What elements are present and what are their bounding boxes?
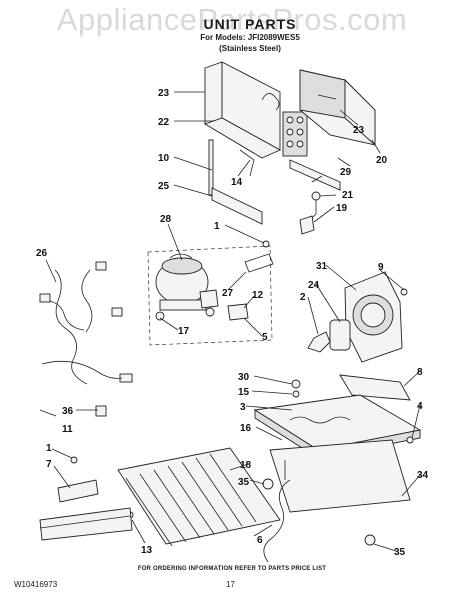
callout: 12 — [252, 290, 264, 301]
thermostat-and-clip — [299, 191, 321, 235]
callout: 22 — [158, 117, 170, 128]
callout: 2 — [300, 292, 306, 303]
callout: 13 — [141, 545, 153, 556]
diagram-title: UNIT PARTS — [203, 16, 297, 32]
callout: 8 — [417, 367, 423, 378]
finish-label: (Stainless Steel) — [219, 44, 281, 53]
callout: 7 — [46, 459, 52, 470]
machine-compartment-base — [253, 374, 422, 513]
callout: 31 — [316, 261, 328, 272]
callout: 30 — [238, 372, 250, 383]
callout: 26 — [36, 248, 48, 259]
callout: 16 — [240, 423, 252, 434]
callout: 10 — [158, 153, 170, 164]
wiring-harness — [39, 261, 133, 385]
callout: 14 — [231, 177, 243, 188]
callout: 21 — [342, 190, 354, 201]
drain-tube — [263, 479, 291, 563]
duct-housing — [289, 69, 376, 191]
callout: 29 — [340, 167, 352, 178]
callout: 9 — [378, 262, 384, 273]
page-number: 17 — [226, 580, 235, 589]
callout: 1 — [214, 221, 220, 232]
callout: 4 — [417, 401, 423, 412]
callout: 35 — [394, 547, 406, 558]
leader-lines — [45, 91, 421, 552]
callout: 15 — [238, 387, 250, 398]
callout: 25 — [158, 181, 170, 192]
document-id: W10416973 — [14, 580, 58, 589]
foot-grommet — [364, 534, 376, 546]
callout: 27 — [222, 288, 234, 299]
callout: 35 — [238, 477, 250, 488]
callout: 1 — [46, 443, 52, 454]
callout: 28 — [160, 214, 172, 225]
watermark: AppliancePartsPros.com — [56, 2, 408, 37]
callout: 6 — [257, 535, 263, 546]
callout: 24 — [308, 280, 320, 291]
callout: 36 — [62, 406, 74, 417]
callout: 20 — [376, 155, 388, 166]
diagram-header: UNIT PARTS For Models: JFI2089WES5 (Stai… — [150, 16, 350, 54]
rubber-grommet — [262, 478, 274, 490]
callout: 17 — [178, 326, 190, 337]
condenser-coil — [117, 447, 281, 547]
callout: 3 — [240, 402, 246, 413]
condenser-fan-assembly — [307, 271, 408, 363]
callout: 23 — [158, 88, 170, 99]
ordering-note: FOR ORDERING INFORMATION REFER TO PARTS … — [137, 566, 327, 572]
callout: 18 — [240, 460, 252, 471]
compressor-assembly — [147, 240, 274, 346]
callout: 34 — [417, 470, 429, 481]
callout: 19 — [336, 203, 348, 214]
control-bracket-assembly — [203, 61, 308, 225]
callout: 11 — [62, 424, 73, 435]
lower-left-brackets — [39, 405, 133, 541]
callout: 23 — [353, 125, 365, 136]
callout-labels: 23 22 10 25 14 23 20 29 21 19 1 28 26 27… — [36, 88, 429, 558]
callout: 5 — [262, 332, 268, 343]
model-numbers: For Models: JFI2089WES5 — [200, 33, 300, 42]
